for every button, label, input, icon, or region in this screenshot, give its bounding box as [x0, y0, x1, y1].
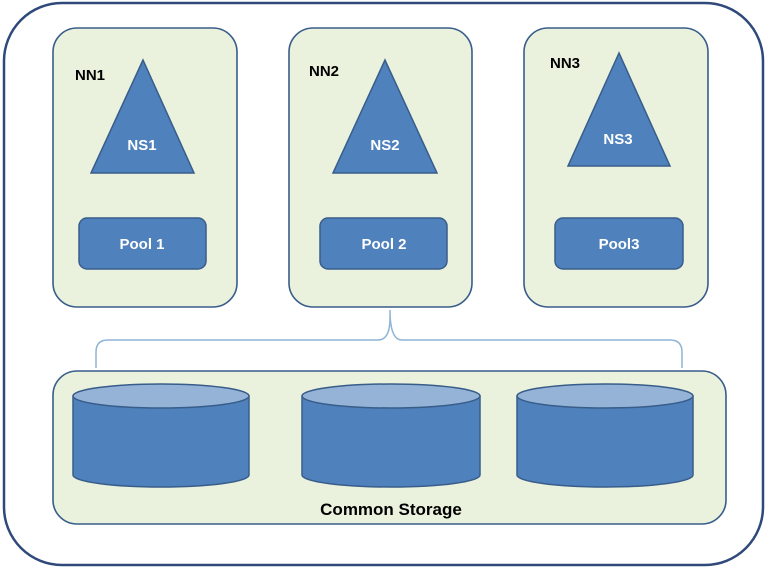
namenode-panel-nn1: NN1 NS1 Pool 1	[52, 27, 238, 308]
namenode-label: NN1	[75, 67, 105, 84]
namenode-panel-nn3: NN3 NS3 Pool3	[523, 27, 709, 308]
namenode-label: NN3	[550, 55, 580, 72]
namespace-triangle	[331, 58, 439, 174]
block-pool	[319, 217, 448, 270]
namenode-label: NN2	[309, 63, 339, 80]
block-pool-label: Pool 1	[119, 236, 164, 253]
bracket-connector	[95, 309, 683, 368]
cylinder-disk-icon	[301, 383, 481, 488]
cylinder-disk-icon	[516, 383, 694, 488]
namenode-panel-nn2: NN2 NS2 Pool 2	[288, 27, 473, 308]
namespace-label: NS2	[370, 137, 399, 154]
block-pool	[78, 217, 207, 270]
namespace-triangle	[89, 58, 196, 174]
block-pool-label: Pool3	[599, 236, 640, 253]
cylinder-disk-icon	[72, 383, 250, 488]
storage-label: Common Storage	[320, 500, 462, 519]
namespace-triangle	[566, 51, 672, 167]
block-pool	[554, 217, 684, 270]
block-pool-label: Pool 2	[361, 236, 406, 253]
common-storage-panel: Common Storage	[52, 370, 727, 525]
namespace-label: NS3	[603, 131, 632, 148]
namespace-label: NS1	[127, 137, 156, 154]
